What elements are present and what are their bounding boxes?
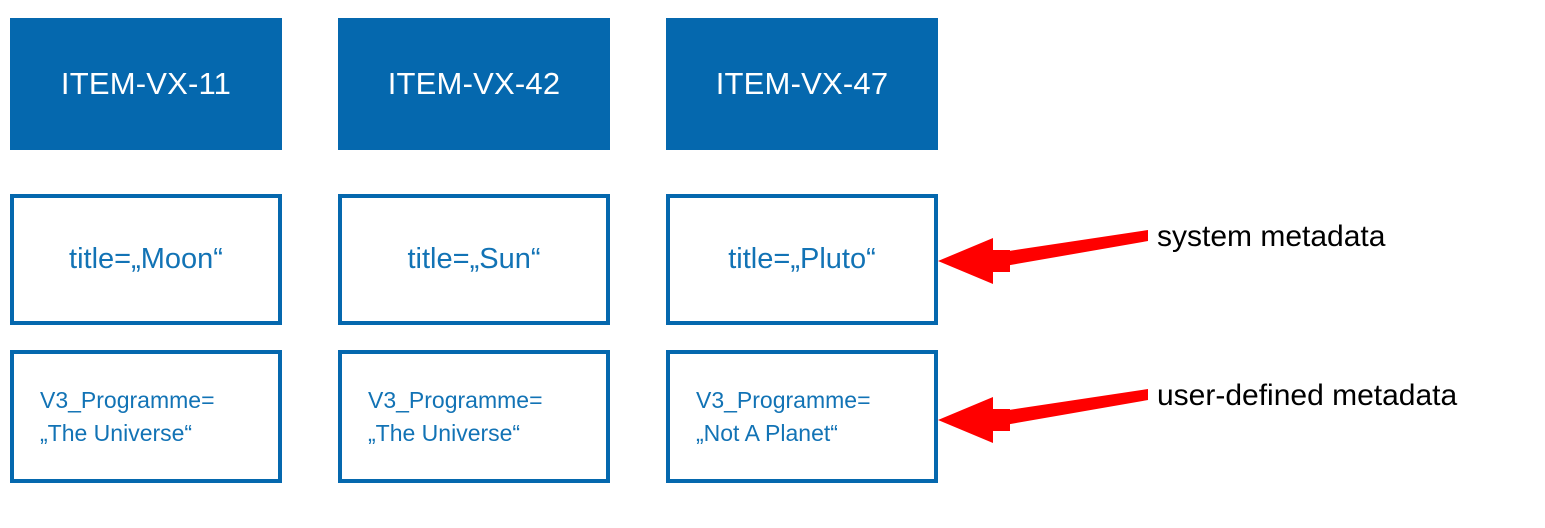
item-header-label-2: ITEM-VX-42 [387, 65, 561, 101]
item-header-box-3[interactable]: ITEM-VX-47 [666, 18, 938, 150]
item-column-1: ITEM-VX-11 title=„Moon“ V3_Programme= „T… [10, 0, 282, 528]
item-header-label-3: ITEM-VX-47 [715, 65, 889, 101]
item-header-box-2[interactable]: ITEM-VX-42 [338, 18, 610, 150]
system-metadata-arrow [938, 230, 1148, 284]
annotation-label-system-metadata: system metadata [1157, 220, 1386, 253]
user-metadata-text-3: V3_Programme= „Not A Planet“ [696, 386, 871, 446]
system-metadata-box-2[interactable]: title=„Sun“ [338, 194, 610, 325]
system-metadata-text-3: title=„Pluto“ [728, 242, 876, 275]
annotation-label-user-defined-metadata: user-defined metadata [1157, 379, 1458, 412]
system-metadata-box-3[interactable]: title=„Pluto“ [666, 194, 938, 325]
user-metadata-box-3[interactable]: V3_Programme= „Not A Planet“ [666, 350, 938, 483]
system-metadata-text-1: title=„Moon“ [69, 242, 223, 275]
system-metadata-box-1[interactable]: title=„Moon“ [10, 194, 282, 325]
user-metadata-box-2[interactable]: V3_Programme= „The Universe“ [338, 350, 610, 483]
user-defined-metadata-arrow [938, 389, 1148, 443]
user-metadata-text-2: V3_Programme= „The Universe“ [368, 386, 543, 446]
item-header-label-1: ITEM-VX-11 [60, 65, 232, 101]
system-metadata-text-2: title=„Sun“ [407, 242, 541, 275]
item-header-box-1[interactable]: ITEM-VX-11 [10, 18, 282, 150]
user-metadata-text-1: V3_Programme= „The Universe“ [40, 386, 215, 446]
user-metadata-box-1[interactable]: V3_Programme= „The Universe“ [10, 350, 282, 483]
item-column-2: ITEM-VX-42 title=„Sun“ V3_Programme= „Th… [338, 0, 610, 528]
item-column-3: ITEM-VX-47 title=„Pluto“ V3_Programme= „… [666, 0, 938, 528]
